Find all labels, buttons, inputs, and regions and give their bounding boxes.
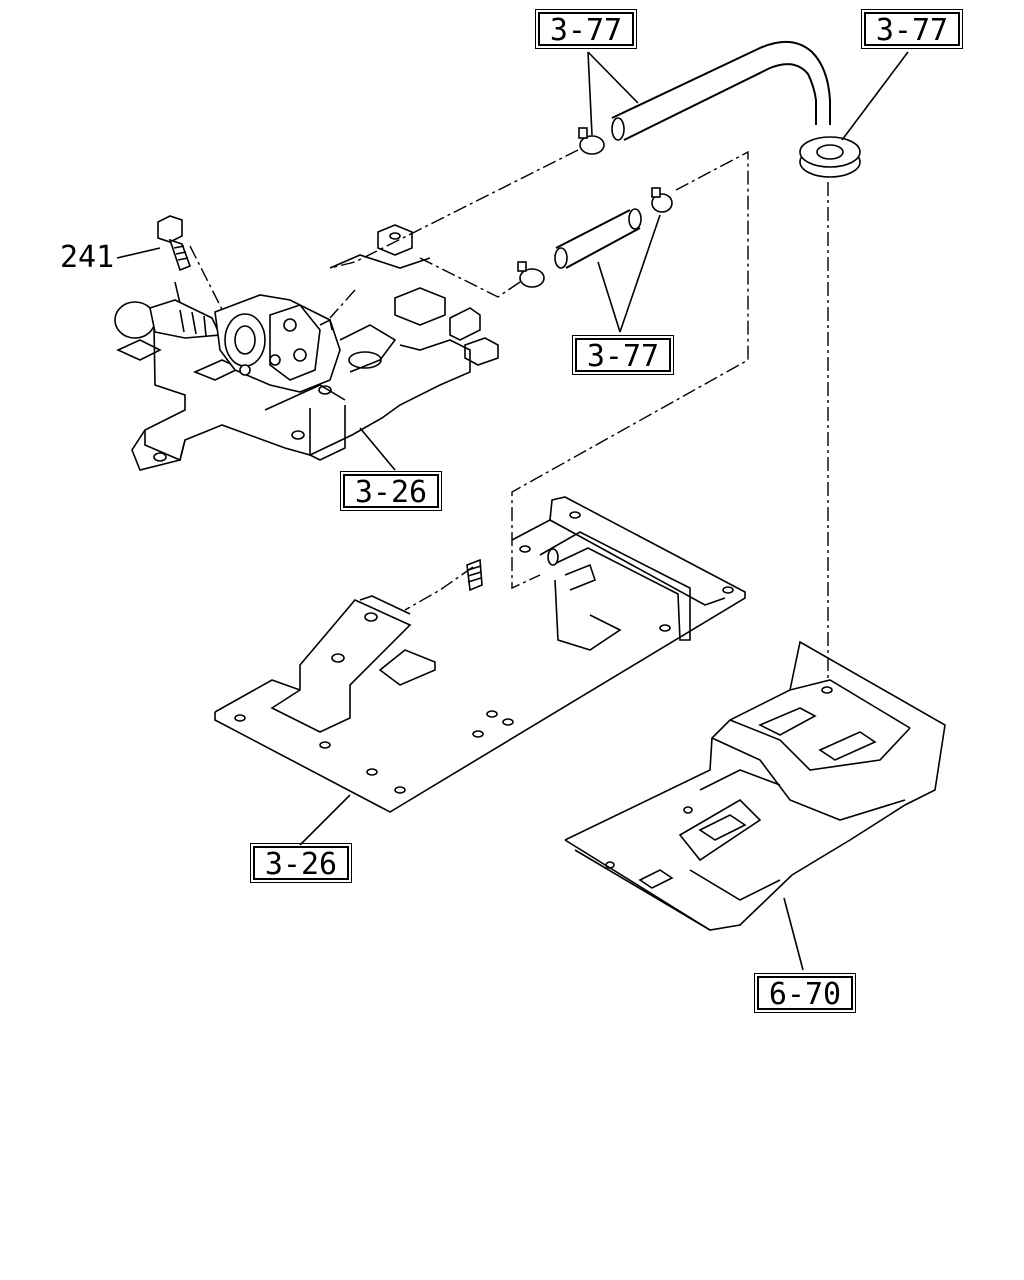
part-number-bolt: 241 (60, 240, 115, 275)
hose-clamp-top (578, 127, 605, 155)
ref-3-26-upper-bracket[interactable]: 3-26 (340, 471, 442, 511)
ref-3-26-floor-plate[interactable]: 3-26 (250, 843, 352, 883)
short-hose (554, 208, 642, 269)
ref-3-77-mid-center[interactable]: 3-77 (572, 335, 674, 375)
hose-pipe (611, 41, 831, 141)
leader-lines (116, 51, 909, 971)
floor-plate (214, 496, 746, 813)
ref-3-77-top-center[interactable]: 3-77 (535, 9, 637, 49)
connection-lines (189, 149, 829, 680)
bolt (157, 215, 192, 272)
upper-bracket (116, 224, 499, 471)
ref-6-70-floor-panel[interactable]: 6-70 (754, 973, 856, 1013)
hose-clamp-mid-left (517, 261, 545, 288)
pump-assembly (114, 294, 341, 393)
grommet (799, 136, 861, 178)
hose-clamp-mid-right (651, 187, 673, 213)
floor-panel (564, 640, 946, 931)
ref-3-77-top-right[interactable]: 3-77 (861, 9, 963, 49)
